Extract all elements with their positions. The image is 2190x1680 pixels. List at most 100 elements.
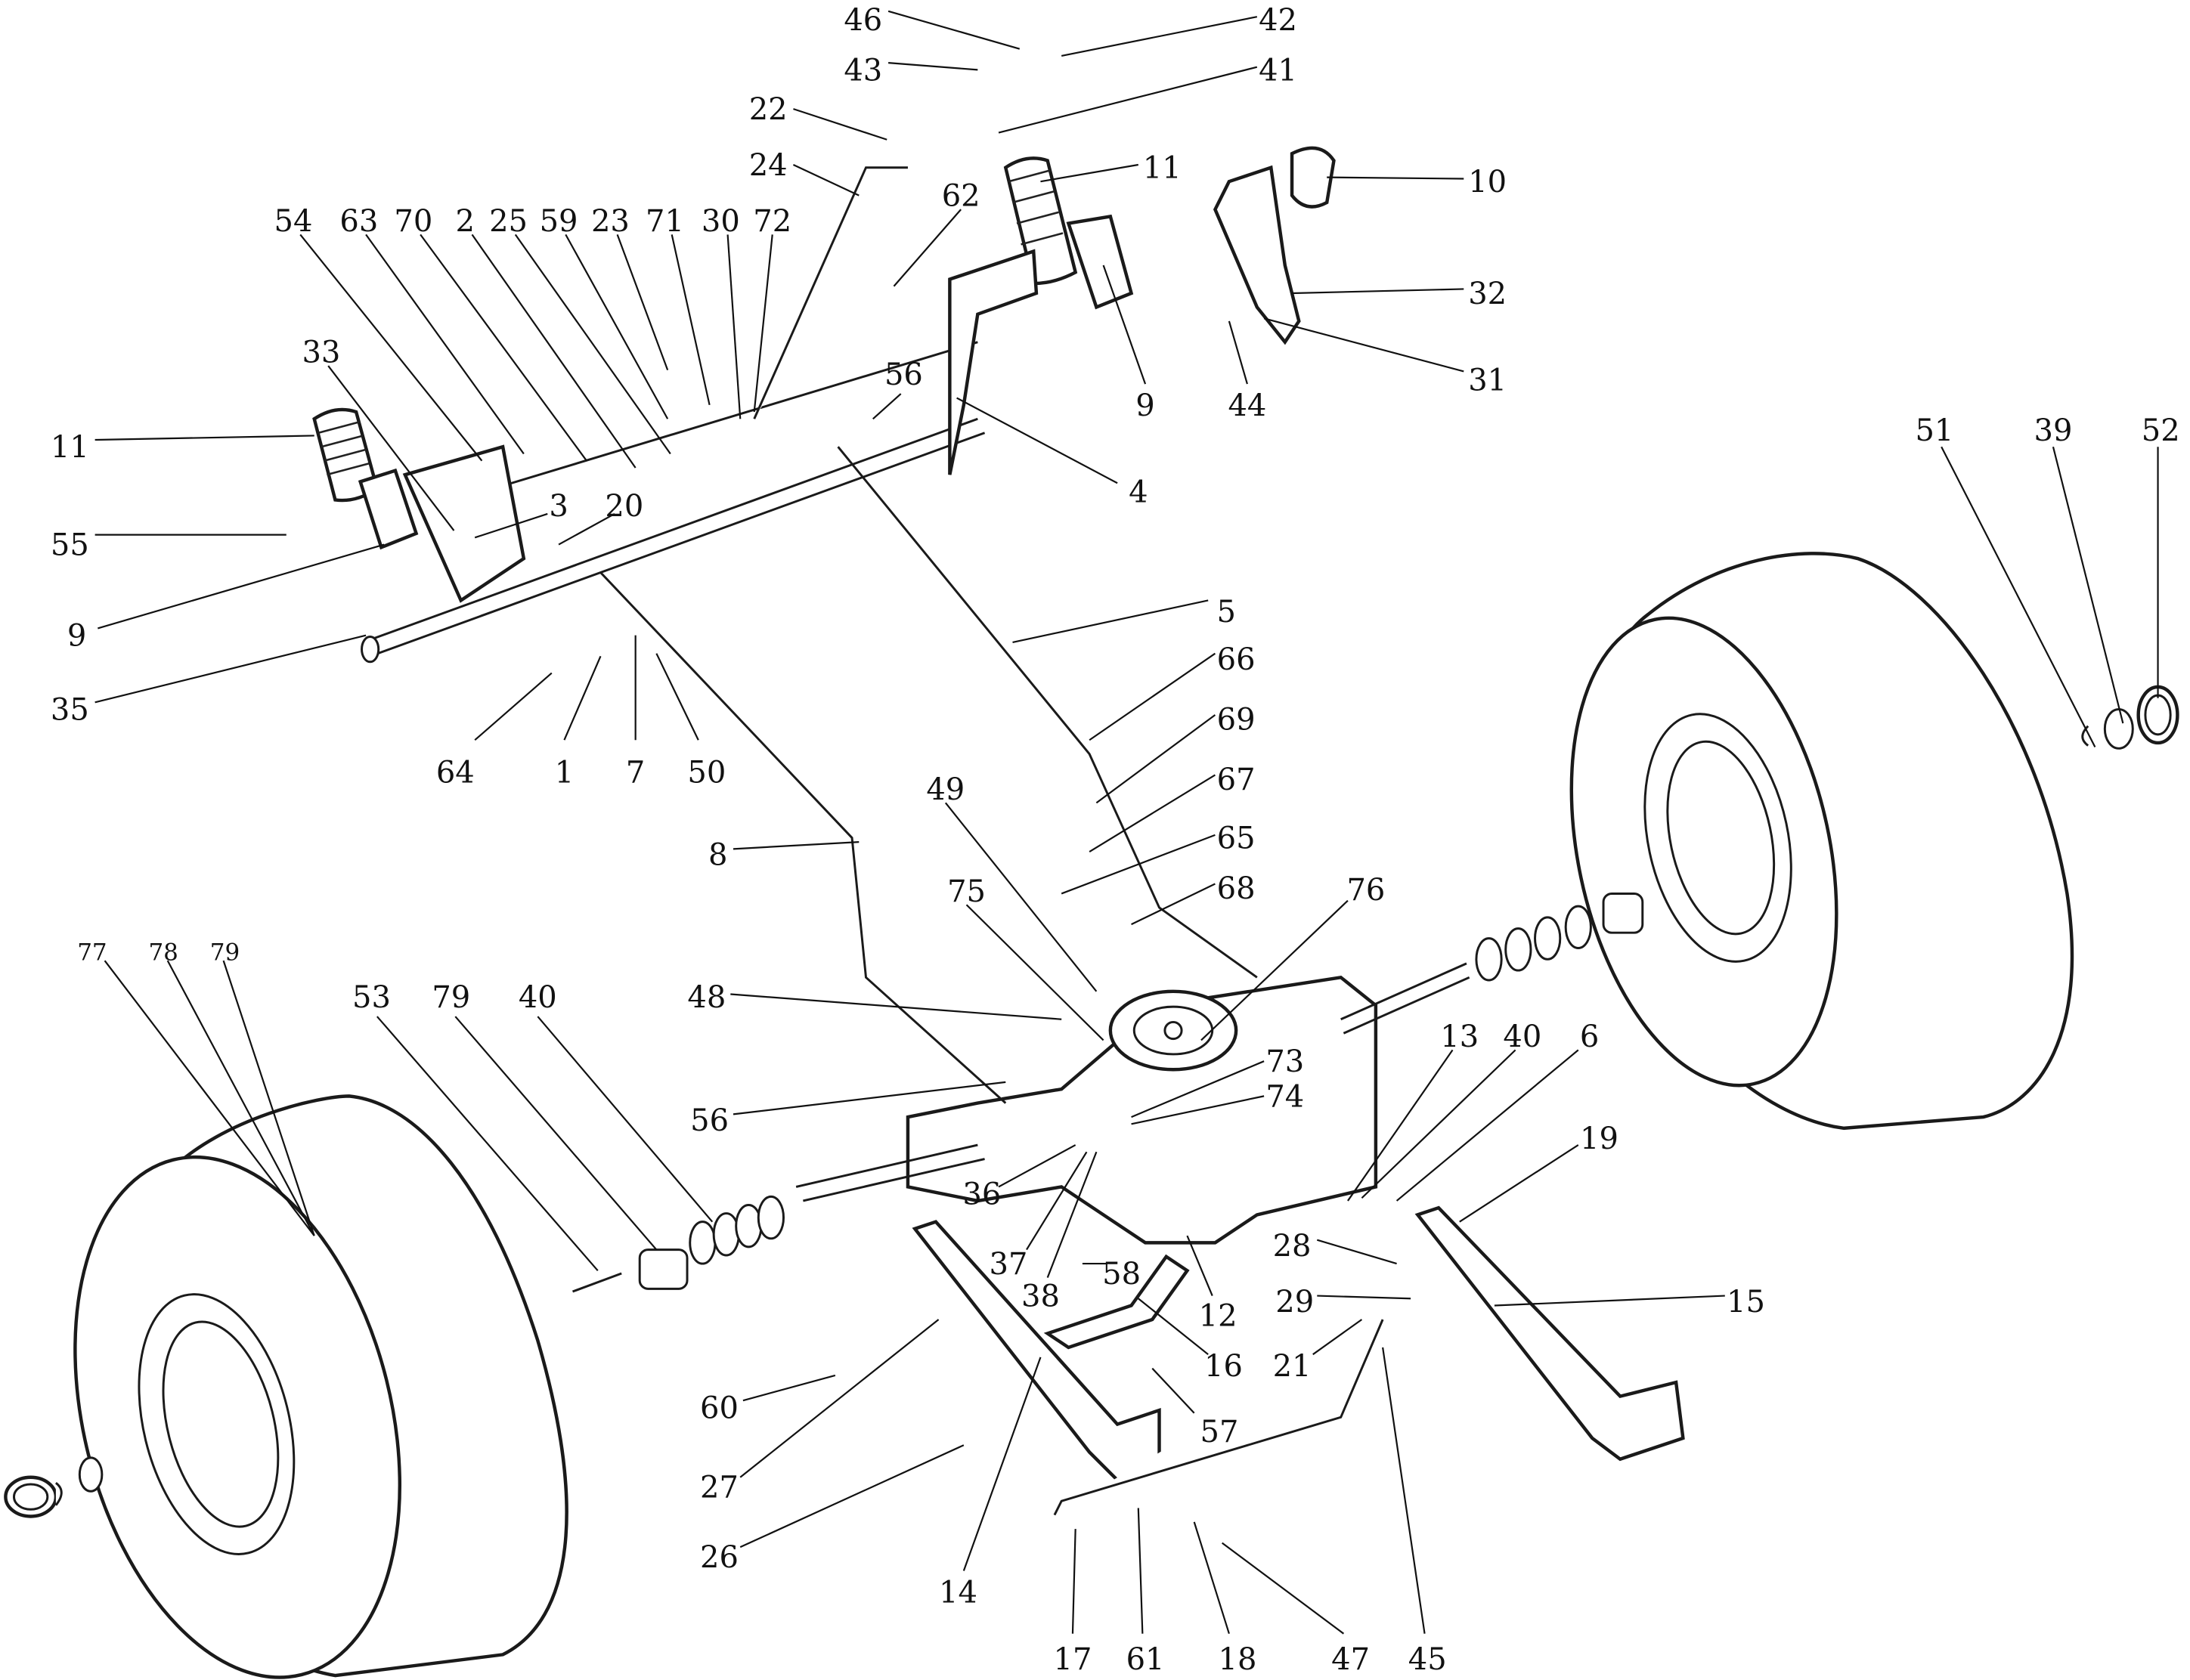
- callout-label-38: 38: [1021, 1279, 1060, 1314]
- leader-line-32: [1292, 288, 1464, 295]
- callout-label-44: 44: [1228, 388, 1266, 423]
- callout-label-15: 15: [1727, 1285, 1765, 1320]
- leader-line-27: [739, 1319, 940, 1478]
- leader-line-40: [537, 1016, 714, 1223]
- leader-line-50: [655, 653, 699, 741]
- left-pedal: [312, 407, 526, 603]
- callout-label-45: 45: [1408, 1642, 1447, 1677]
- callout-label-12: 12: [1199, 1298, 1237, 1333]
- transaxle: [795, 962, 1470, 1245]
- callout-label-41: 41: [1259, 53, 1297, 88]
- callout-label-52: 52: [2142, 413, 2180, 448]
- right-pedal-assembly: [948, 146, 1336, 475]
- callout-label-53: 53: [352, 980, 391, 1015]
- leader-line-56: [872, 393, 902, 420]
- leader-line-71: [671, 234, 711, 406]
- callout-label-20: 20: [605, 489, 643, 524]
- right-hub-parts: [2081, 685, 2179, 750]
- callout-label-49: 49: [926, 772, 965, 807]
- callout-label-11: 11: [1143, 151, 1182, 186]
- leader-line-19: [1459, 1144, 1579, 1223]
- callout-label-60: 60: [700, 1391, 739, 1425]
- leader-line-29: [1317, 1295, 1411, 1300]
- leader-line-65: [1061, 834, 1216, 895]
- leader-lines: [94, 10, 2159, 1635]
- leader-line-56: [733, 1081, 1006, 1115]
- leader-line-18: [1193, 1521, 1230, 1635]
- callout-label-39: 39: [2034, 413, 2073, 448]
- callout-label-57: 57: [1200, 1415, 1239, 1450]
- callout-label-8: 8: [708, 838, 727, 873]
- callout-label-2: 2: [456, 204, 475, 239]
- callout-label-50: 50: [687, 756, 726, 790]
- pedal-shaft: [361, 341, 986, 664]
- callout-label-18: 18: [1219, 1642, 1257, 1677]
- leader-line-53: [376, 1016, 599, 1272]
- callout-label-22: 22: [749, 92, 788, 127]
- callout-label-4: 4: [1129, 475, 1148, 509]
- leader-line-33: [327, 365, 455, 531]
- callout-label-74: 74: [1265, 1079, 1304, 1114]
- leader-line-77: [104, 960, 315, 1236]
- leader-line-11: [1040, 163, 1138, 183]
- right-axle-washers: [1475, 892, 1644, 982]
- leader-line-40: [1361, 1049, 1516, 1199]
- callout-label-69: 69: [1217, 703, 1256, 738]
- leader-line-30: [726, 234, 742, 419]
- leader-line-11: [94, 435, 314, 441]
- callout-label-75: 75: [947, 874, 986, 909]
- callout-label-54: 54: [274, 204, 313, 239]
- leader-line-9: [98, 543, 385, 630]
- callout-label-33: 33: [302, 336, 340, 370]
- callout-label-65: 65: [1217, 821, 1256, 856]
- leader-line-69: [1095, 714, 1216, 804]
- callout-label-43: 43: [844, 53, 882, 88]
- left-axle-washers: [572, 1195, 785, 1293]
- leader-line-44: [1228, 320, 1248, 385]
- callout-label-16: 16: [1204, 1349, 1243, 1384]
- callout-label-21: 21: [1273, 1349, 1312, 1384]
- leader-line-21: [1312, 1319, 1363, 1356]
- callout-label-78: 78: [148, 939, 178, 966]
- leader-line-41: [998, 66, 1258, 134]
- callout-label-47: 47: [1331, 1642, 1370, 1677]
- leader-line-24: [792, 164, 860, 196]
- leader-line-79: [222, 960, 315, 1236]
- callout-label-23: 23: [591, 204, 630, 239]
- leader-line-4: [956, 397, 1118, 484]
- leader-line-3: [474, 512, 548, 539]
- leader-line-45: [1382, 1347, 1426, 1634]
- callout-label-29: 29: [1275, 1285, 1314, 1320]
- callout-label-24: 24: [749, 148, 788, 183]
- callout-label-5: 5: [1216, 595, 1235, 630]
- leader-line-67: [1089, 774, 1216, 852]
- leader-line-51: [1941, 446, 2096, 747]
- leader-line-2: [471, 234, 637, 469]
- callout-label-36: 36: [962, 1177, 1001, 1212]
- callout-label-27: 27: [700, 1471, 739, 1505]
- leader-line-35: [94, 634, 367, 704]
- callout-label-66: 66: [1217, 642, 1256, 677]
- leader-line-46: [887, 10, 1021, 50]
- callout-label-73: 73: [1265, 1044, 1304, 1079]
- callout-label-77: 77: [77, 939, 107, 966]
- callout-label-37: 37: [990, 1247, 1028, 1282]
- callout-label-56: 56: [690, 1103, 729, 1138]
- leader-line-72: [753, 234, 773, 413]
- leader-line-64: [474, 672, 553, 741]
- callout-label-68: 68: [1217, 871, 1256, 906]
- leader-line-42: [1061, 16, 1258, 57]
- leader-line-57: [1151, 1367, 1195, 1414]
- leader-line-63: [365, 234, 525, 455]
- leader-line-60: [742, 1374, 836, 1402]
- callout-label-62: 62: [942, 179, 980, 214]
- leader-line-14: [962, 1357, 1042, 1571]
- callout-label-70: 70: [394, 204, 432, 239]
- leader-line-74: [1131, 1095, 1265, 1125]
- leader-line-49: [944, 802, 1098, 992]
- callout-label-59: 59: [540, 204, 578, 239]
- callout-label-56: 56: [884, 357, 923, 392]
- callout-label-14: 14: [939, 1575, 977, 1610]
